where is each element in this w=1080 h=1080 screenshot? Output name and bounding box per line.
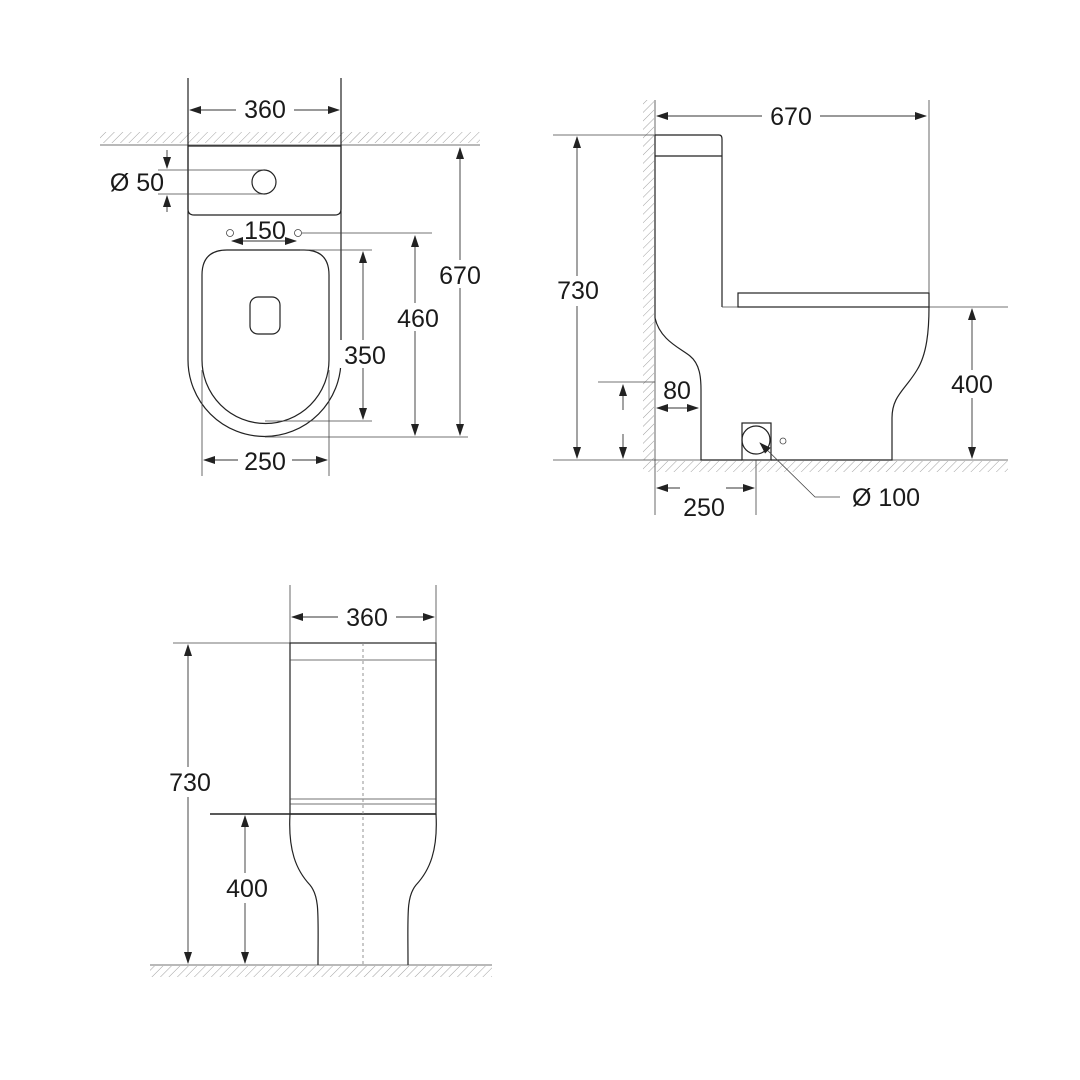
seat-length-label: 350 bbox=[344, 342, 386, 370]
seat-lid-grip bbox=[249, 296, 281, 335]
bowl-outline bbox=[654, 306, 930, 461]
outlet-offset-label: 250 bbox=[683, 494, 725, 522]
wall-hatch bbox=[643, 100, 654, 460]
front-view: 360 730 400 bbox=[150, 585, 492, 977]
gap-label: 80 bbox=[663, 377, 691, 405]
pedestal-left bbox=[289, 813, 319, 966]
hole-spacing-label: 150 bbox=[244, 217, 286, 245]
cistern-outline bbox=[655, 134, 723, 307]
pipe-hole bbox=[251, 169, 277, 195]
outlet-diameter-label: Ø 100 bbox=[852, 484, 920, 512]
height-label: 730 bbox=[557, 277, 599, 305]
toilet-body-outline bbox=[187, 78, 342, 438]
seat-width-label: 250 bbox=[244, 448, 286, 476]
fixing-hole bbox=[294, 229, 302, 237]
side-view: Ø 100 670 730 80 250 400 bbox=[552, 100, 1008, 522]
height-label: 730 bbox=[169, 769, 211, 797]
seat-lid bbox=[737, 292, 930, 308]
width-label: 360 bbox=[346, 604, 388, 632]
hole-to-front-label: 460 bbox=[397, 305, 439, 333]
seat-outline bbox=[201, 249, 330, 425]
outlet-leader bbox=[759, 442, 840, 498]
top-view: Ø 50 360 150 350 460 670 250 bbox=[100, 78, 484, 476]
outlet-small-hole bbox=[779, 437, 787, 445]
width-label: 360 bbox=[244, 96, 286, 124]
wall-hatch bbox=[100, 132, 480, 143]
outlet-pipe bbox=[741, 425, 771, 455]
total-depth-label: 670 bbox=[439, 262, 481, 290]
pedestal-right bbox=[407, 813, 437, 966]
pipe-diameter-label: Ø 50 bbox=[110, 169, 164, 197]
seat-height-label: 400 bbox=[951, 371, 993, 399]
floor-hatch bbox=[643, 461, 1008, 472]
fixing-hole bbox=[226, 229, 234, 237]
depth-label: 670 bbox=[770, 103, 812, 131]
seat-height-label: 400 bbox=[226, 875, 268, 903]
floor-hatch bbox=[150, 966, 492, 977]
cistern-outline bbox=[187, 145, 342, 216]
